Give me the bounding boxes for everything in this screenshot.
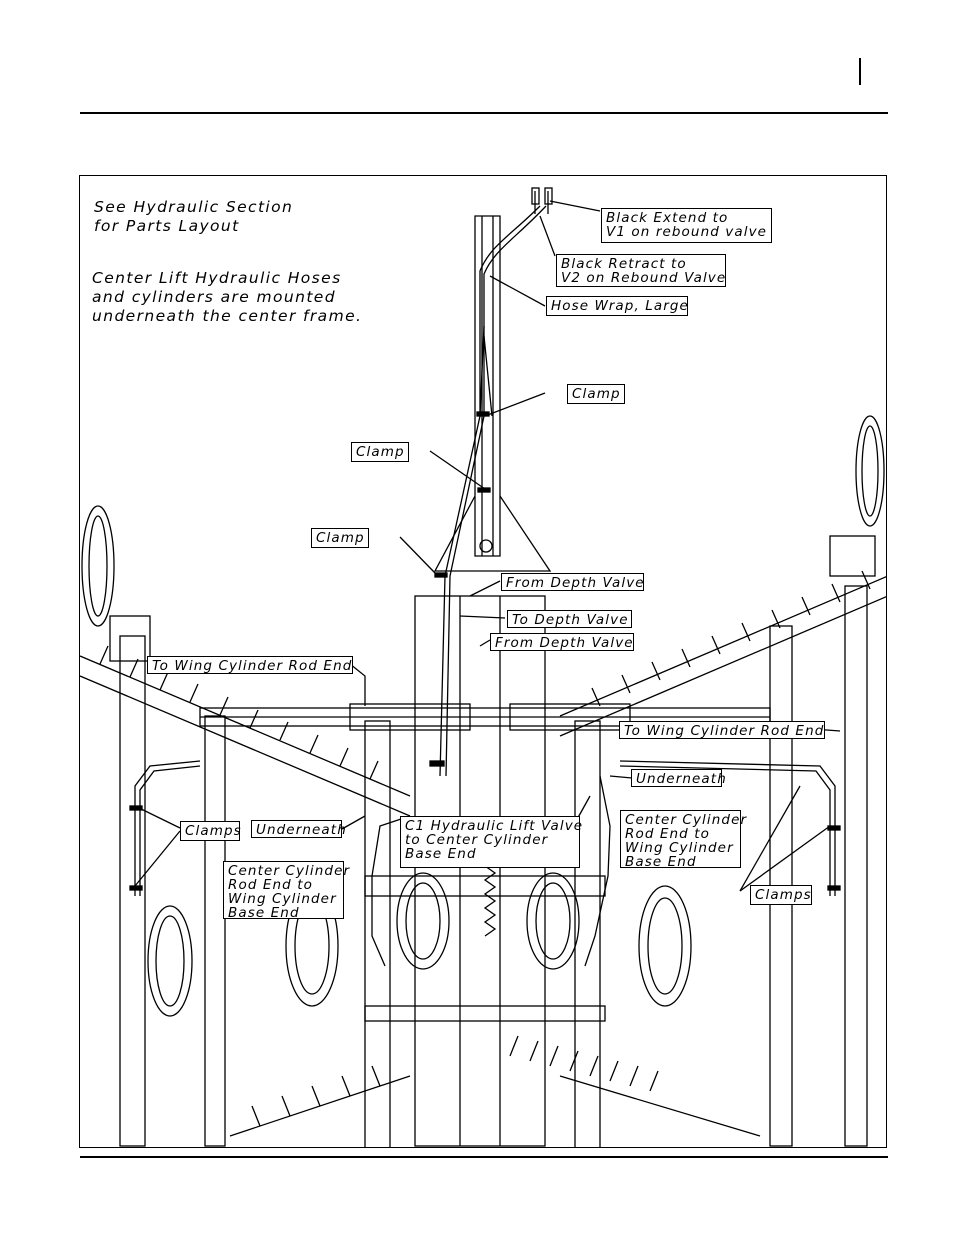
callout-to-wing-cylinder-right: To Wing Cylinder Rod End <box>619 721 825 739</box>
callout-underneath-right: Underneath <box>631 769 726 787</box>
header-rule <box>80 112 888 114</box>
callout-clamps-left: Clamps <box>180 821 241 841</box>
callout-clamp-middle: Clamp <box>351 442 409 462</box>
callout-text: C1 Hydraulic Lift Valve <box>405 818 584 834</box>
callout-to-wing-cylinder-left: To Wing Cylinder Rod End <box>147 656 353 674</box>
mount-note-line-2: and cylinders are mounted <box>92 288 336 306</box>
callout-underneath-left: Underneath <box>251 820 346 838</box>
callout-text: V2 on Rebound Valve <box>561 270 727 286</box>
callout-text: Base End <box>228 905 300 921</box>
callout-text: to Center Cylinder <box>405 832 549 848</box>
callout-clamp-upper: Clamp <box>567 384 625 404</box>
machine-drawing <box>80 187 886 1147</box>
footer-rule <box>80 1156 888 1158</box>
callout-to-depth-valve: To Depth Valve <box>507 610 632 628</box>
parts-note-line-2: for Parts Layout <box>94 217 240 235</box>
callout-text: Black Extend to <box>606 210 729 226</box>
callout-clamp-lower: Clamp <box>311 528 369 548</box>
callout-clamps-right: Clamps <box>750 885 812 905</box>
callout-text: Wing Cylinder <box>228 891 337 907</box>
callout-text: Rod End to <box>228 877 313 893</box>
callout-from-depth-valve-upper: From Depth Valve <box>501 573 644 591</box>
callout-text: Wing Cylinder <box>625 840 734 856</box>
callout-text: Black Retract to <box>561 256 687 272</box>
callout-text: V1 on rebound valve <box>606 224 768 240</box>
callout-text: Base End <box>625 854 697 870</box>
callout-text: Base End <box>405 846 477 862</box>
page-header-mark <box>859 58 861 85</box>
callout-text: Center Cylinder <box>228 863 351 879</box>
callout-text: Rod End to <box>625 826 710 842</box>
callout-hose-wrap: Hose Wrap, Large <box>546 296 688 316</box>
mount-note-line-3: underneath the center frame. <box>92 307 363 325</box>
parts-note-line-1: See Hydraulic Section <box>94 198 294 216</box>
callout-from-depth-valve-lower: From Depth Valve <box>490 633 634 651</box>
mount-note-line-1: Center Lift Hydraulic Hoses <box>92 269 342 287</box>
callout-text: Center Cylinder <box>625 812 748 828</box>
